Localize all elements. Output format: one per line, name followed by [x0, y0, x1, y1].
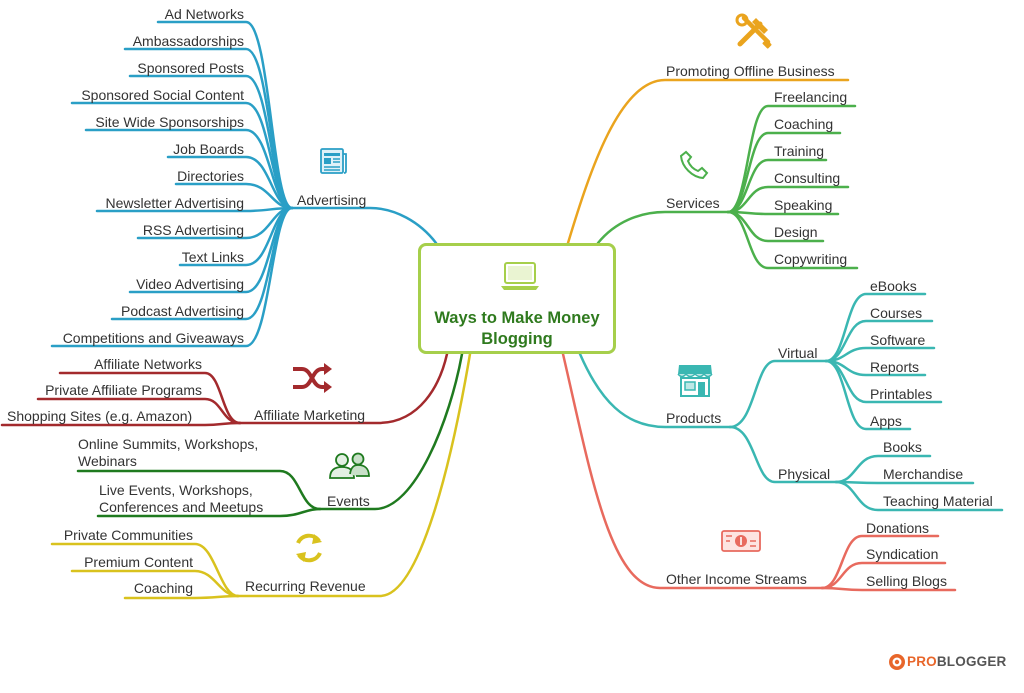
newspaper-icon	[320, 148, 347, 174]
problogger-logo: PROBLOGGER	[888, 653, 1014, 671]
virtual-item: Printables	[870, 386, 933, 402]
offline-lines	[566, 78, 850, 245]
products-lines	[578, 292, 1004, 512]
advertising-lines	[50, 20, 438, 348]
services-item: Freelancing	[774, 89, 848, 105]
events-item: Live Events, Workshops, Conferences and …	[99, 482, 264, 515]
advertising-item: RSS Advertising	[142, 222, 244, 238]
logo-text-pro: PRO	[907, 654, 937, 669]
money-icon	[721, 530, 761, 552]
physical-item: Merchandise	[883, 466, 964, 482]
physical-item: Teaching Material	[883, 493, 993, 509]
other-lines	[561, 352, 957, 592]
logo-text: PROBLOGGER	[907, 654, 1007, 669]
advertising-item: Ambassadorships	[132, 33, 244, 49]
affiliate-item: Affiliate Networks	[94, 356, 202, 372]
affiliate-item: Private Affiliate Programs	[45, 382, 202, 398]
physical-item: Books	[883, 439, 922, 455]
services-lines	[596, 104, 859, 270]
virtual-item: Software	[870, 332, 926, 348]
storefront-icon	[677, 365, 713, 397]
advertising-item: Competitions and Giveaways	[62, 330, 244, 346]
services-item: Copywriting	[774, 251, 848, 267]
virtual-item: eBooks	[870, 278, 917, 294]
virtual-item: Apps	[870, 413, 902, 429]
branch-advertising: Advertising	[297, 192, 367, 208]
advertising-item: Newsletter Advertising	[105, 195, 244, 211]
refresh-icon	[296, 533, 322, 563]
shuffle-icon	[293, 363, 332, 393]
branch-products: Products	[666, 410, 722, 426]
advertising-item: Sponsored Social Content	[81, 87, 244, 103]
advertising-item: Ad Networks	[164, 6, 244, 22]
center-title: Ways to Make Money Blogging	[434, 309, 600, 348]
advertising-item: Podcast Advertising	[121, 303, 244, 319]
recurring-item: Premium Content	[84, 554, 193, 570]
services-item: Coaching	[774, 116, 834, 132]
virtual-item: Reports	[870, 359, 920, 375]
events-item: Online Summits, Workshops, Webinars	[78, 436, 259, 469]
services-item: Training	[774, 143, 825, 159]
services-item: Design	[774, 224, 818, 240]
people-icon	[329, 452, 370, 479]
products-virtual: Virtual	[778, 345, 818, 361]
tools-icon	[735, 13, 772, 49]
advertising-item: Sponsored Posts	[137, 60, 244, 76]
laptop-icon	[501, 262, 539, 290]
recurring-lines	[50, 352, 472, 600]
other-item: Donations	[866, 520, 930, 536]
advertising-item: Text Links	[181, 249, 244, 265]
events-lines	[76, 352, 464, 518]
branch-other-income-streams: Other Income Streams	[666, 571, 807, 587]
branch-services: Services	[666, 195, 720, 211]
branch-affiliate-marketing: Affiliate Marketing	[254, 407, 366, 423]
affiliate-item: Shopping Sites (e.g. Amazon)	[7, 408, 193, 424]
phone-icon	[679, 150, 709, 180]
services-item: Speaking	[774, 197, 833, 213]
logo-mark-icon	[889, 654, 905, 670]
branch-promoting-offline-business: Promoting Offline Business	[666, 63, 835, 79]
affiliate-lines	[0, 352, 449, 427]
branch-recurring-revenue: Recurring Revenue	[245, 578, 366, 594]
branch-events: Events	[327, 493, 370, 509]
advertising-item: Video Advertising	[136, 276, 244, 292]
advertising-item: Job Boards	[173, 141, 244, 157]
other-item: Syndication	[866, 546, 939, 562]
other-item: Selling Blogs	[866, 573, 947, 589]
products-physical: Physical	[778, 466, 831, 482]
advertising-item: Directories	[177, 168, 244, 184]
recurring-item: Coaching	[133, 580, 193, 596]
center-node: Ways to Make Money Blogging	[418, 243, 616, 354]
logo-text-blogger: BLOGGER	[936, 654, 1007, 669]
recurring-item: Private Communities	[63, 527, 193, 543]
virtual-item: Courses	[870, 305, 923, 321]
advertising-item: Site Wide Sponsorships	[95, 114, 244, 130]
services-item: Consulting	[774, 170, 841, 186]
